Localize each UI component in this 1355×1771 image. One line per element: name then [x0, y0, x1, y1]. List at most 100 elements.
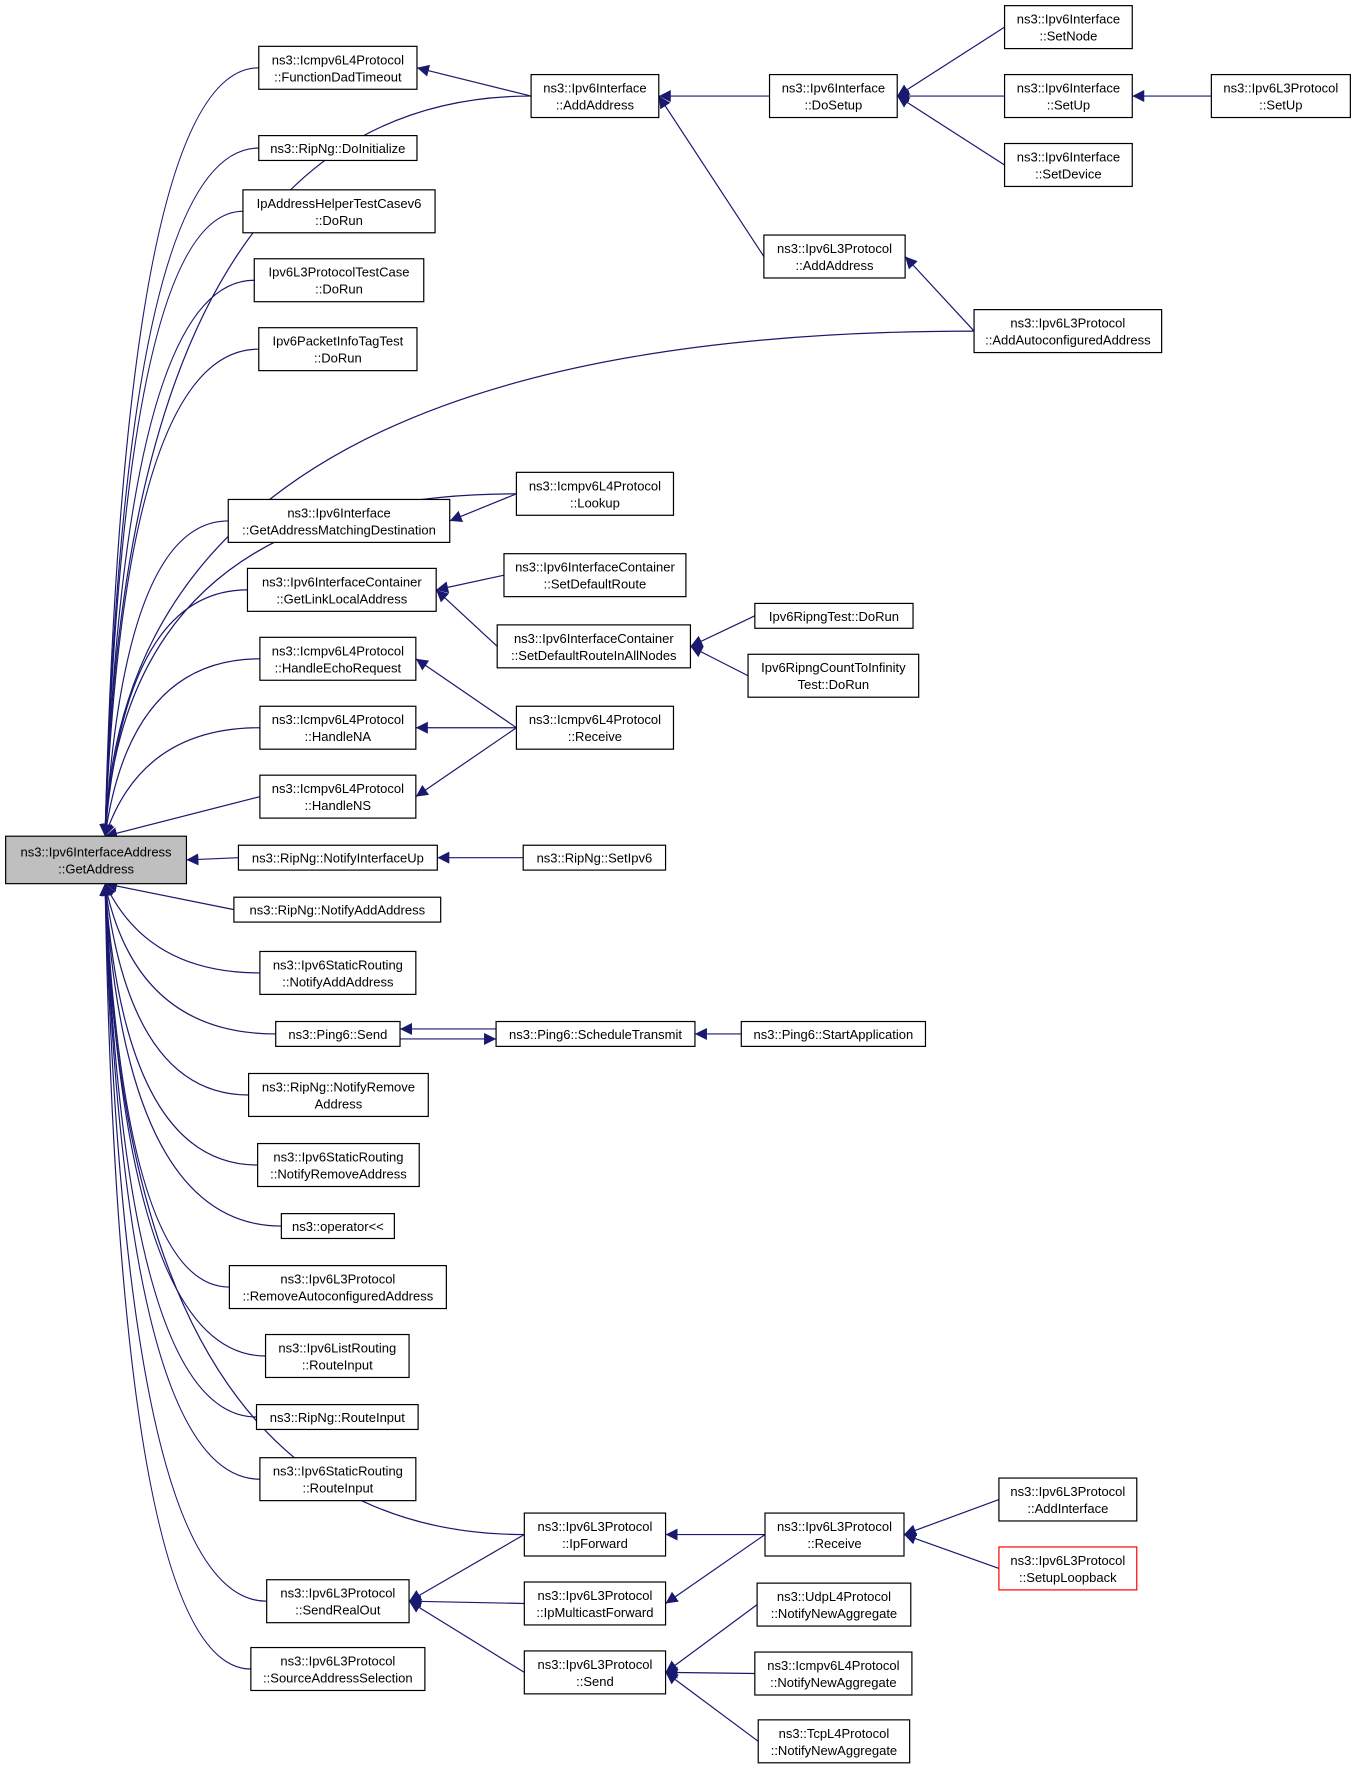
node-box: [763, 234, 906, 279]
node-label-line: ns3::RipNg::NotifyRemove: [262, 1079, 415, 1094]
graph-node-n_irecv[interactable]: ns3::Icmpv6L4Protocol::Receive: [515, 705, 675, 750]
graph-node-n_lookup[interactable]: ns3::Icmpv6L4Protocol::Lookup: [515, 471, 675, 516]
nodes-layer: ns3::Ipv6InterfaceAddress::GetAddressns3…: [5, 5, 1351, 1764]
graph-node-n_setnode[interactable]: ns3::Ipv6Interface::SetNode: [1003, 5, 1133, 50]
node-label-line: ::SetDevice: [1035, 166, 1101, 181]
call-edge-n_sdr-to-n_gll: [436, 574, 505, 594]
graph-node-n_l3aa[interactable]: ns3::Ipv6L3Protocol::AddAddress: [763, 234, 906, 279]
graph-node-n_slb[interactable]: ns3::Ipv6L3Protocol::SetupLoopback: [998, 1546, 1138, 1591]
node-box: [523, 1512, 667, 1557]
graph-node-n_l3send[interactable]: ns3::Ipv6L3Protocol::Send: [523, 1650, 667, 1695]
graph-node-n_tcpnna[interactable]: ns3::TcpL4Protocol::NotifyNewAggregate: [757, 1719, 911, 1764]
graph-node-n_l3setup[interactable]: ns3::Ipv6L3Protocol::SetUp: [1210, 73, 1351, 119]
node-label-line: ns3::Ipv6Interface: [1017, 81, 1120, 96]
node-label-line: ns3::Ipv6L3Protocol: [1010, 1553, 1125, 1568]
node-label-line: ns3::RipNg::NotifyInterfaceUp: [252, 851, 424, 866]
node-label-line: ::GetAddressMatchingDestination: [242, 522, 436, 537]
graph-node-n_rri[interactable]: ns3::RipNg::RouteInput: [255, 1403, 419, 1431]
node-label-line: ns3::RipNg::SetIpv6: [537, 851, 653, 866]
call-edge-n_gamd-to-root: [99, 520, 229, 837]
node-box: [259, 1457, 417, 1502]
graph-node-n_ipfwd[interactable]: ns3::Ipv6L3Protocol::IpForward: [523, 1512, 667, 1557]
call-edge-n_addif-to-n_l3recv: [903, 1498, 1000, 1537]
graph-node-n_ripinit[interactable]: ns3::RipNg::DoInitialize: [258, 135, 418, 162]
graph-node-n_dosetup[interactable]: ns3::Ipv6Interface::DoSetup: [768, 73, 898, 119]
graph-node-n_sdran[interactable]: ns3::Ipv6InterfaceContainer::SetDefaultR…: [496, 624, 692, 669]
call-edge-n_ipmfwd-to-n_sro: [409, 1595, 525, 1608]
call-edge-n_pitt-to-root: [99, 348, 259, 837]
call-edge-n_naa_rip-to-root: [104, 880, 235, 911]
node-label-line: Ipv6RipngTest::DoRun: [769, 609, 899, 624]
graph-node-n_her[interactable]: ns3::Icmpv6L4Protocol::HandleEchoRequest: [259, 636, 417, 681]
graph-node-n_hns[interactable]: ns3::Icmpv6L4Protocol::HandleNS: [259, 774, 417, 819]
node-label-line: ns3::Ipv6InterfaceContainer: [262, 574, 422, 589]
graph-node-n_ipmfwd[interactable]: ns3::Ipv6L3Protocol::IpMulticastForward: [523, 1581, 667, 1626]
node-box: [248, 1072, 429, 1118]
graph-node-n_fdt[interactable]: ns3::Icmpv6L4Protocol::FunctionDadTimeou…: [258, 45, 418, 90]
graph-node-n_aac[interactable]: ns3::Ipv6L3Protocol::AddAutoconfiguredAd…: [973, 309, 1163, 354]
call-edge-n_naa_sr-to-root: [104, 883, 260, 974]
graph-node-n_raa[interactable]: ns3::Ipv6L3Protocol::RemoveAutoconfigure…: [228, 1264, 447, 1310]
graph-node-n_rngtest[interactable]: Ipv6RipngTest::DoRun: [754, 602, 914, 629]
node-box: [757, 1719, 911, 1764]
graph-node-n_l3recv[interactable]: ns3::Ipv6L3Protocol::Receive: [764, 1512, 905, 1557]
call-edge-n_aac-to-n_l3aa: [904, 256, 975, 332]
node-label-line: ::RouteInput: [302, 1481, 373, 1496]
graph-node-n_sri[interactable]: ns3::Ipv6StaticRouting::RouteInput: [259, 1457, 417, 1502]
node-label-line: ::Send: [576, 1674, 614, 1689]
graph-node-n_iahtc[interactable]: IpAddressHelperTestCasev6::DoRun: [242, 189, 436, 234]
graph-node-n_lri[interactable]: ns3::Ipv6ListRouting::RouteInput: [264, 1333, 410, 1379]
graph-node-n_niu[interactable]: ns3::RipNg::NotifyInterfaceUp: [237, 844, 438, 871]
graph-node-n_sched[interactable]: ns3::Ping6::ScheduleTransmit: [495, 1020, 696, 1047]
node-label-line: ns3::Ipv6StaticRouting: [273, 1150, 403, 1165]
node-label-line: ns3::RipNg::DoInitialize: [270, 141, 405, 156]
call-edge-n_setdevice-to-n_dosetup: [896, 95, 1005, 166]
node-box: [259, 636, 417, 681]
graph-node-root: ns3::Ipv6InterfaceAddress::GetAddress: [5, 835, 188, 885]
graph-node-n_hna[interactable]: ns3::Icmpv6L4Protocol::HandleNA: [259, 705, 417, 750]
node-label-line: ns3::Icmpv6L4Protocol: [529, 712, 661, 727]
node-label-line: ns3::Ipv6Interface: [782, 81, 885, 96]
node-label-line: ns3::Ipv6L3Protocol: [777, 1519, 892, 1534]
node-box: [756, 1582, 912, 1627]
graph-node-n_nra_sr[interactable]: ns3::Ipv6StaticRouting::NotifyRemoveAddr…: [257, 1142, 420, 1188]
node-label-line: ns3::TcpL4Protocol: [779, 1726, 890, 1741]
graph-node-n_gamd[interactable]: ns3::Ipv6Interface::GetAddressMatchingDe…: [227, 498, 451, 543]
graph-node-n_naa_sr[interactable]: ns3::Ipv6StaticRouting::NotifyAddAddress: [259, 950, 417, 996]
graph-node-n_pitt[interactable]: Ipv6PacketInfoTagTest::DoRun: [258, 327, 418, 372]
graph-node-n_naa_rip[interactable]: ns3::RipNg::NotifyAddAddress: [233, 896, 442, 923]
node-box: [280, 1213, 395, 1240]
node-box: [264, 1333, 410, 1379]
graph-node-n_ipv6l3tc[interactable]: Ipv6L3ProtocolTestCase::DoRun: [253, 258, 425, 303]
graph-node-n_setdevice[interactable]: ns3::Ipv6Interface::SetDevice: [1003, 142, 1133, 188]
call-edge-n_her-to-root: [100, 658, 260, 837]
graph-node-n_setup[interactable]: ns3::Ipv6Interface::SetUp: [1003, 73, 1133, 119]
graph-node-n_udpnna[interactable]: ns3::UdpL4Protocol::NotifyNewAggregate: [756, 1582, 912, 1627]
node-label-line: Ipv6PacketInfoTagTest: [272, 334, 403, 349]
graph-node-n_icmpnna[interactable]: ns3::Icmpv6L4Protocol::NotifyNewAggregat…: [754, 1651, 913, 1696]
node-box: [522, 844, 667, 871]
node-box: [530, 73, 660, 119]
graph-node-n_sas[interactable]: ns3::Ipv6L3Protocol::SourceAddressSelect…: [250, 1646, 426, 1692]
graph-node-n_startapp[interactable]: ns3::Ping6::StartApplication: [740, 1020, 927, 1047]
graph-node-n_setipv6[interactable]: ns3::RipNg::SetIpv6: [522, 844, 667, 871]
node-box: [754, 602, 914, 629]
node-box: [523, 1581, 667, 1626]
graph-node-n_sdr[interactable]: ns3::Ipv6InterfaceContainer::SetDefaultR…: [503, 553, 687, 598]
call-edge-n_rngtest-to-n_sdran: [690, 615, 756, 647]
graph-node-n_nra_rip[interactable]: ns3::RipNg::NotifyRemoveAddress: [248, 1072, 429, 1118]
graph-node-n_op[interactable]: ns3::operator<<: [280, 1213, 395, 1240]
node-label-line: ns3::Ipv6StaticRouting: [273, 957, 403, 972]
node-label-line: ns3::Ping6::StartApplication: [754, 1027, 914, 1042]
graph-node-n_gll[interactable]: ns3::Ipv6InterfaceContainer::GetLinkLoca…: [246, 567, 437, 612]
node-label-line: ns3::UdpL4Protocol: [777, 1589, 891, 1604]
graph-node-n_addif[interactable]: ns3::Ipv6L3Protocol::AddInterface: [998, 1477, 1138, 1522]
node-label-line: ns3::Ipv6ListRouting: [278, 1341, 396, 1356]
node-label-line: ::DoSetup: [804, 98, 862, 113]
graph-node-n_iaa[interactable]: ns3::Ipv6Interface::AddAddress: [530, 73, 660, 119]
graph-node-n_psend[interactable]: ns3::Ping6::Send: [275, 1020, 401, 1047]
graph-node-n_sro[interactable]: ns3::Ipv6L3Protocol::SendRealOut: [266, 1579, 410, 1624]
call-edge-n_lookup-to-n_gamd: [449, 493, 517, 522]
